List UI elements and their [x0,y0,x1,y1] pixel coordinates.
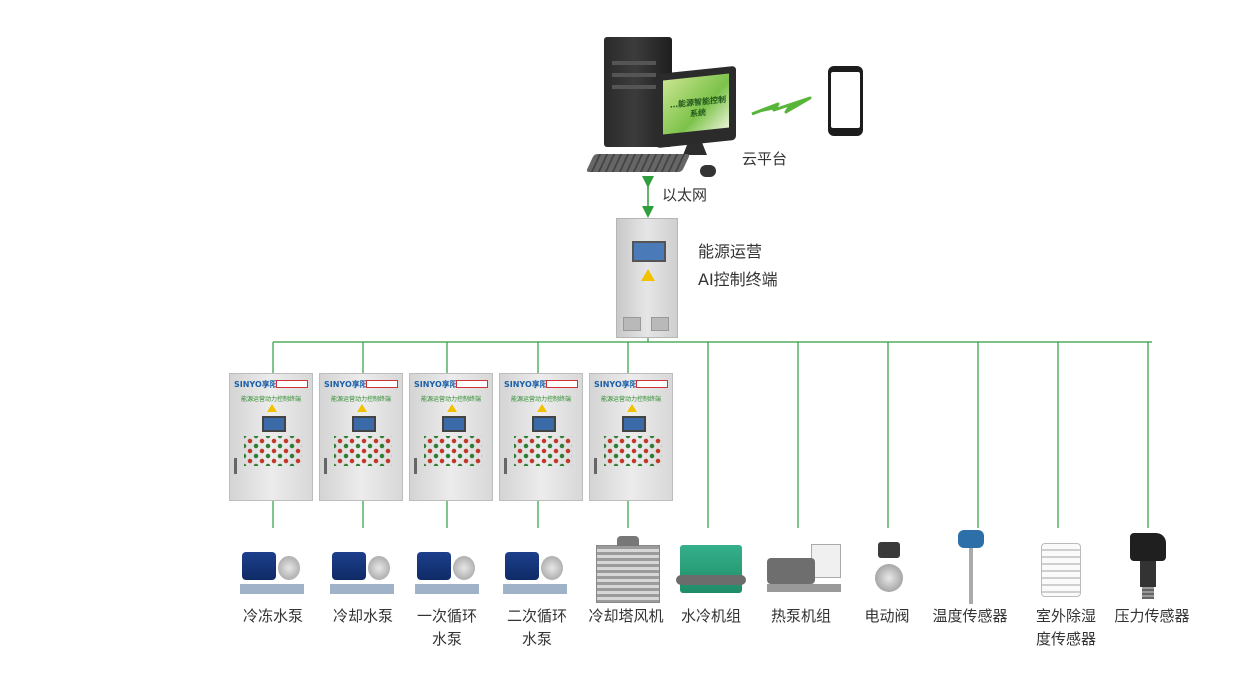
warning-icon [641,269,655,281]
pump-icon [240,548,304,594]
warning-icon [357,404,367,412]
device-label: 冷冻水泵 [242,607,303,625]
mouse-icon [700,165,716,177]
temperature-sensor-icon [958,530,984,604]
cabinet-title: 能源运营动力控制终端 [330,396,391,403]
device-label: 室外除湿 度传感器 [1035,607,1096,648]
cabinet-brand: SINYO享阳 [324,380,368,389]
pump-icon [330,548,394,594]
ai-control-terminal-cabinet-icon [616,218,678,338]
device-label: 一次循环 水泵 [416,607,477,648]
heat-pump-icon [767,544,841,596]
master-terminal-label-line1: 能源运营 [698,242,763,261]
control-cabinet: SINYO享阳 能源运营动力控制终端 [409,373,493,501]
cabinet-title: 能源运营动力控制终端 [600,396,661,403]
warning-icon [537,404,547,412]
control-cabinet: SINYO享阳 能源运营动力控制终端 [229,373,313,501]
smartphone-icon [828,66,863,136]
device-label: 二次循环 水泵 [506,607,567,648]
cabinet-title: 能源运营动力控制终端 [240,396,301,403]
water-chiller-icon [676,545,746,593]
ethernet-label: 以太网 [662,186,708,204]
device-label: 电动阀 [864,607,910,625]
warning-icon [627,404,637,412]
monitor-stand [683,143,707,155]
pressure-sensor-icon [1128,533,1168,599]
device-label: 温度传感器 [932,607,1008,625]
warning-icon [267,404,277,412]
control-cabinet: SINYO享阳 能源运营动力控制终端 [589,373,673,501]
control-cabinet: SINYO享阳 能源运营动力控制终端 [319,373,403,501]
electric-valve-icon [872,542,906,598]
warning-icon [447,404,457,412]
humidity-sensor-icon [1041,543,1081,597]
device-label: 热泵机组 [770,607,831,625]
device-label: 冷却水泵 [332,607,393,625]
cabinet-title: 能源运营动力控制终端 [510,396,571,403]
cabinet-brand: SINYO享阳 [234,380,278,389]
monitor-icon: …能源智能控制系统 [656,65,736,149]
cabinet-title: 能源运营动力控制终端 [420,396,481,403]
cabinet-brand: SINYO享阳 [594,380,638,389]
monitor-screen-title: …能源智能控制系统 [670,94,726,119]
pump-icon [415,548,479,594]
pump-icon [503,548,567,594]
device-label: 压力传感器 [1114,607,1190,625]
wireless-link-icon [751,96,812,116]
cloud-platform-label: 云平台 [742,150,788,168]
device-label: 冷却塔风机 [588,607,664,625]
device-label: 水冷机组 [680,607,741,625]
master-terminal-label-line2: AI控制终端 [698,270,778,289]
cooling-tower-icon [596,536,660,603]
keyboard-icon [585,154,691,172]
cabinet-brand: SINYO享阳 [504,380,548,389]
control-cabinet: SINYO享阳 能源运营动力控制终端 [499,373,583,501]
cabinet-brand: SINYO享阳 [414,380,458,389]
